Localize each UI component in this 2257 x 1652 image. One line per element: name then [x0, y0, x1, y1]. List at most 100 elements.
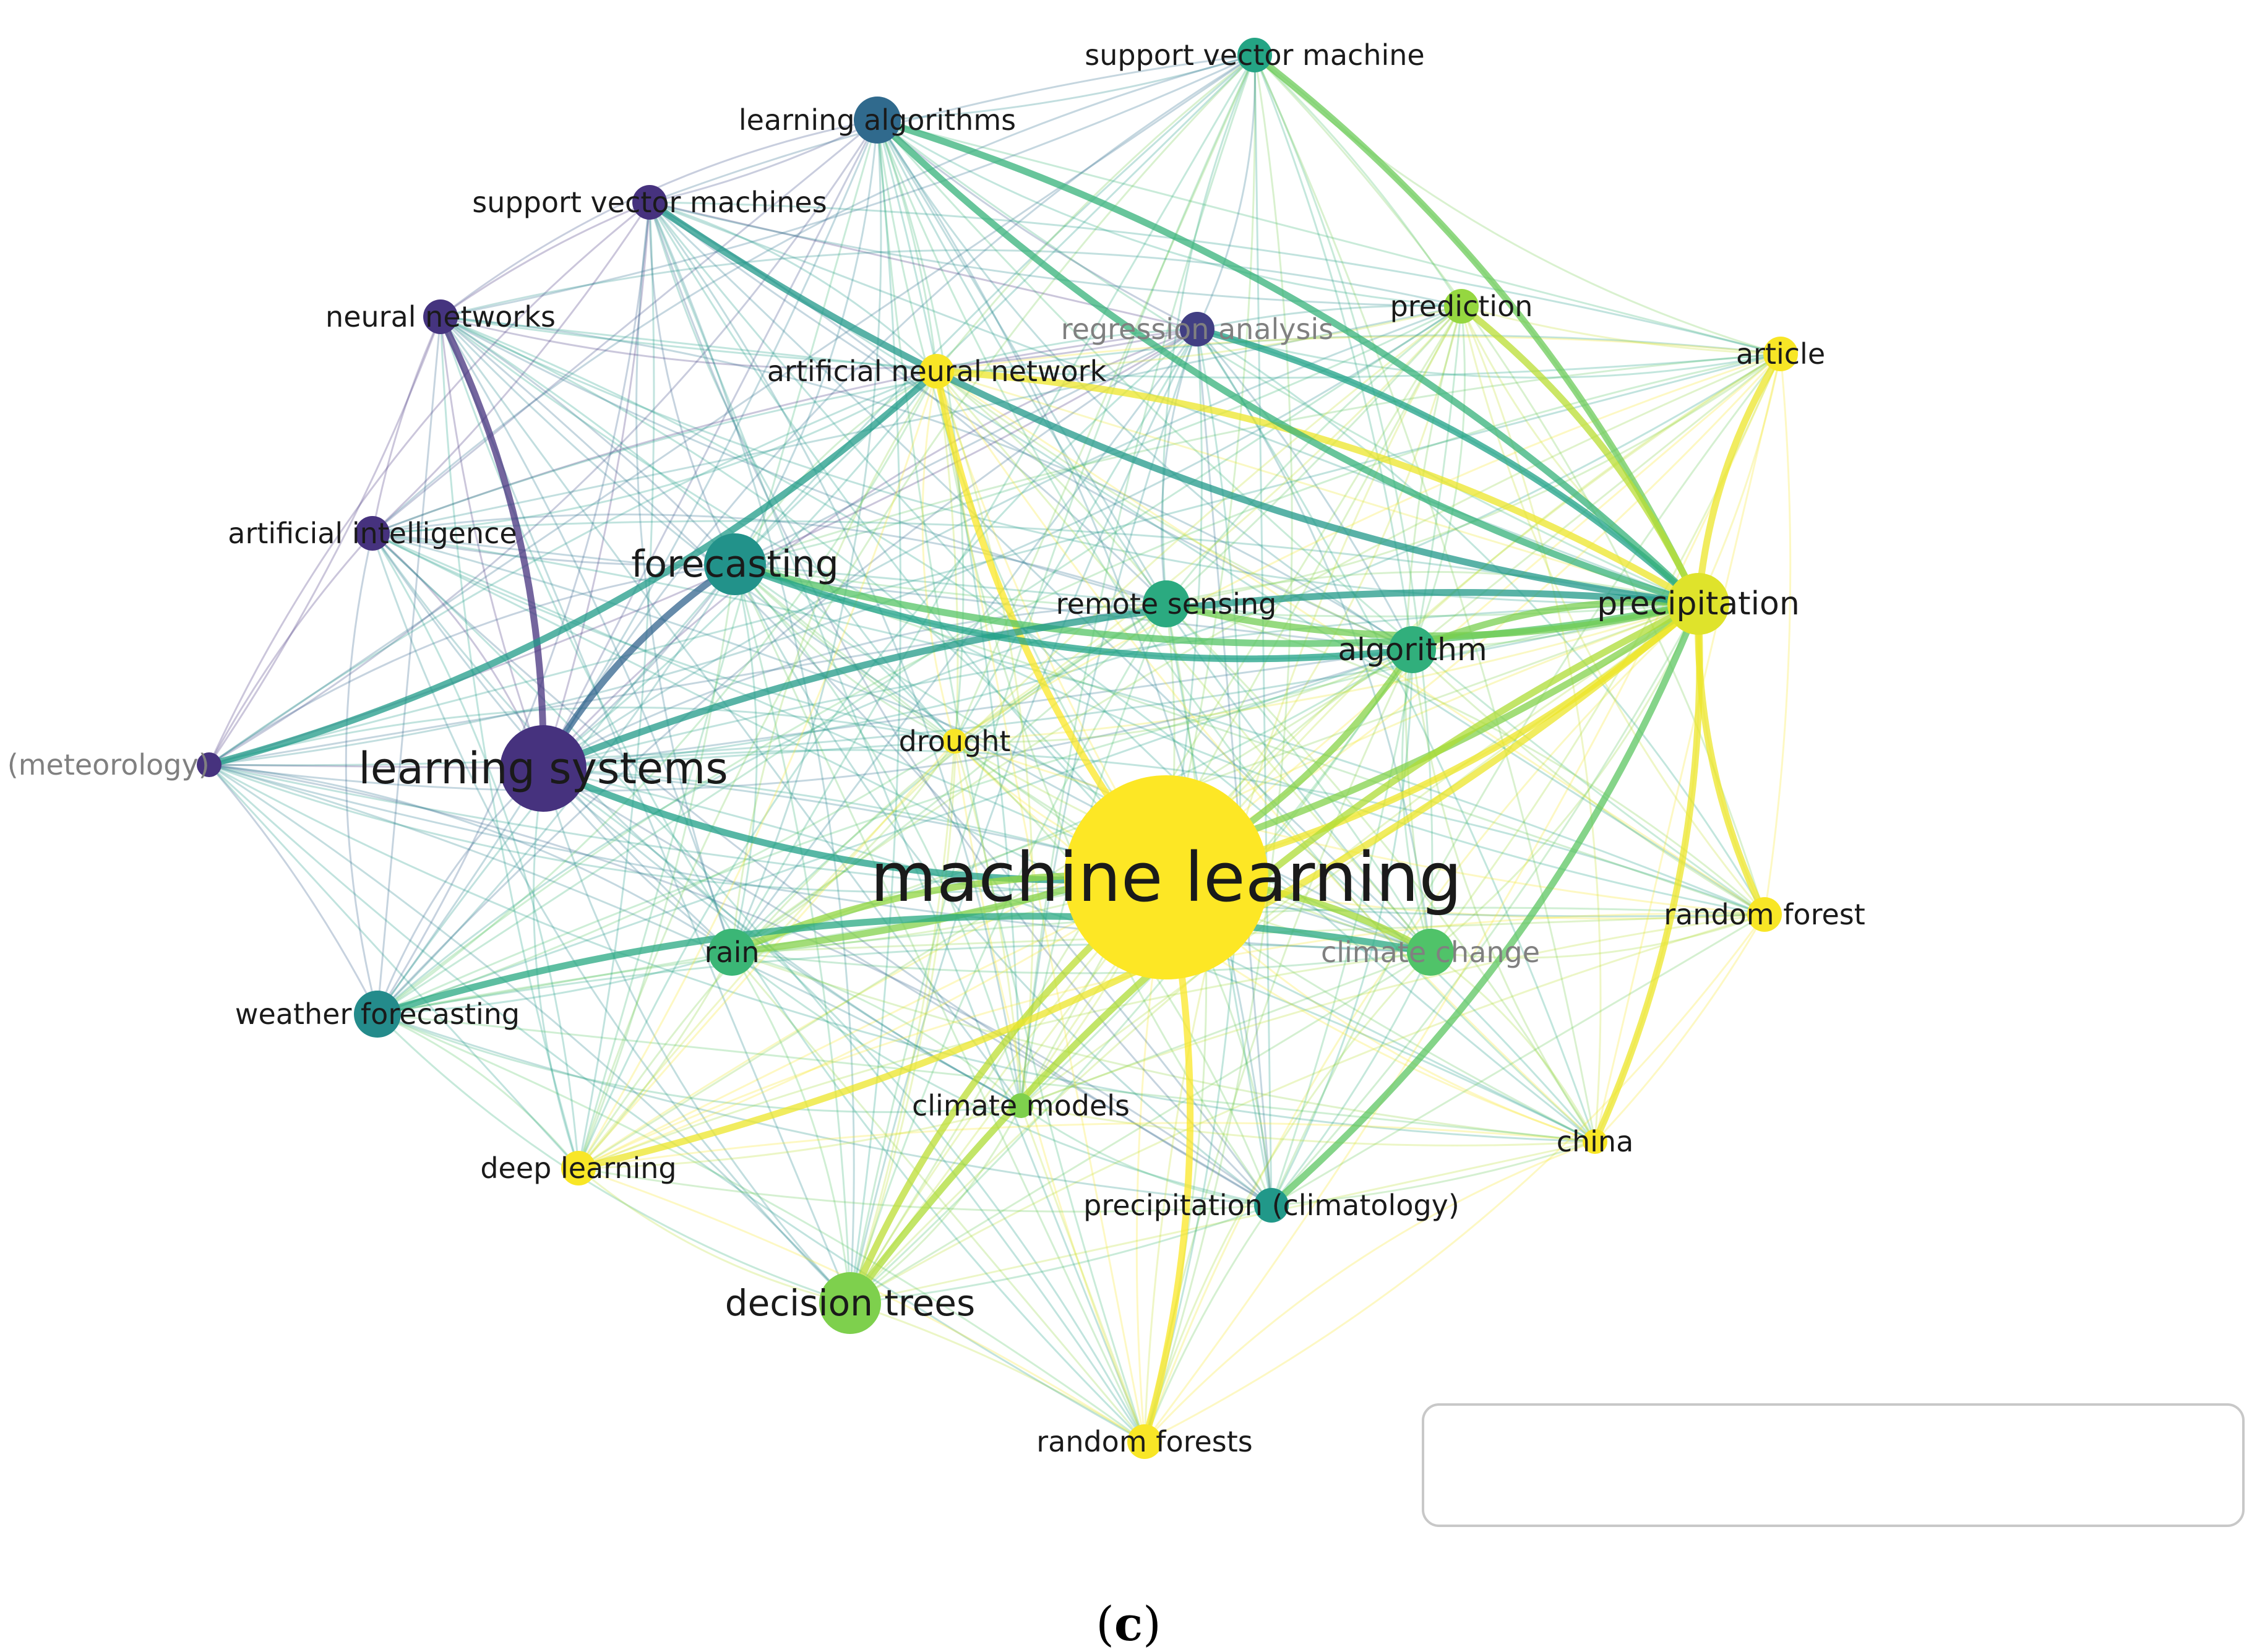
- weak-link: [849, 951, 1432, 1304]
- weak-link: [439, 54, 1256, 318]
- weak-link: [1020, 1104, 1596, 1147]
- weak-link: [371, 532, 1167, 879]
- weak-link: [376, 1013, 1022, 1113]
- node-learning-algorithms[interactable]: [854, 97, 901, 144]
- weak-link: [1429, 913, 1766, 959]
- node-climate-models[interactable]: [1008, 1093, 1033, 1118]
- weak-link: [371, 334, 1782, 535]
- node-support-vector-machine[interactable]: [1237, 38, 1272, 72]
- strong-link-learning_systems-neural_networks: [437, 313, 547, 772]
- weak-link: [371, 513, 1167, 605]
- weak-link: [1411, 305, 1466, 651]
- weak-link: [1143, 54, 1293, 1443]
- weak-link: [439, 249, 1463, 318]
- weak-link: [371, 532, 1273, 1207]
- node-precipitation-climatology[interactable]: [1254, 1188, 1289, 1223]
- weak-link: [439, 201, 651, 318]
- node-precipitation[interactable]: [1667, 573, 1729, 635]
- weak-link: [1165, 353, 1782, 879]
- weak-link: [734, 305, 1463, 566]
- weak-link: [648, 201, 1167, 879]
- weak-link: [731, 563, 758, 953]
- node-support-vector-machines[interactable]: [632, 185, 667, 220]
- weak-link: [876, 119, 1766, 916]
- weak-link: [731, 951, 851, 1304]
- weak-link: [208, 201, 651, 766]
- node-rain[interactable]: [708, 929, 755, 976]
- node-random-forest[interactable]: [1747, 897, 1782, 932]
- node-forecasting[interactable]: [704, 533, 766, 595]
- node-artificial-intelligence[interactable]: [355, 516, 390, 551]
- weak-link: [371, 532, 1596, 1143]
- weak-link: [1196, 304, 1463, 330]
- weak-link: [208, 764, 544, 770]
- node-climate-change[interactable]: [1407, 929, 1454, 976]
- label-algorithm: algorithm: [1338, 632, 1487, 668]
- node-deep-learning[interactable]: [561, 1151, 596, 1185]
- weak-link: [1196, 328, 1273, 1207]
- weak-link: [648, 201, 1782, 355]
- weak-link: [1253, 54, 1766, 916]
- weak-link: [648, 201, 1146, 1443]
- strong-link-precipitation-prediction: [1458, 303, 1702, 608]
- label-precipitation-meteorology: precipitation (meteorology): [0, 748, 210, 781]
- weak-link: [1020, 353, 1782, 1107]
- strong-link-precipitation_meteorology-artificial_neural_network: [205, 368, 940, 768]
- node-prediction[interactable]: [1444, 289, 1479, 324]
- strong-link-support_vector_machines-precipitation: [646, 199, 1702, 608]
- weak-link: [935, 370, 1596, 1143]
- node-algorithm[interactable]: [1389, 626, 1436, 673]
- weak-link: [734, 353, 1782, 566]
- weak-link: [371, 532, 1022, 1107]
- weak-link: [439, 316, 1700, 605]
- weak-link: [577, 1122, 1596, 1169]
- weak-link: [1270, 648, 1414, 1207]
- node-regression-analysis[interactable]: [1180, 312, 1214, 346]
- strong-link-forecasting-algorithm: [731, 561, 1416, 663]
- weak-link: [371, 532, 736, 566]
- node-precipitation-meteorology[interactable]: [197, 752, 221, 777]
- weak-link: [376, 603, 1700, 1015]
- weak-link: [1401, 648, 1432, 953]
- weak-link: [439, 316, 1022, 1107]
- weak-link: [648, 201, 1022, 1107]
- weak-link: [1020, 913, 1766, 1107]
- weak-link: [1411, 353, 1782, 651]
- weak-link: [439, 316, 733, 953]
- node-drought[interactable]: [942, 729, 967, 754]
- weak-link: [208, 305, 1463, 766]
- weak-link: [1161, 54, 1256, 605]
- weak-link: [345, 532, 379, 1015]
- weak-link: [376, 305, 1463, 1015]
- weak-link: [542, 767, 851, 1304]
- node-weather-forecasting[interactable]: [354, 991, 401, 1038]
- weak-link: [876, 119, 1146, 1443]
- node-machine-learning[interactable]: [1064, 775, 1268, 979]
- weak-link: [542, 740, 956, 770]
- weak-link: [371, 305, 1463, 535]
- weak-link: [577, 951, 733, 1169]
- node-learning-systems[interactable]: [500, 725, 587, 812]
- weak-link: [731, 119, 882, 953]
- weak-link: [876, 119, 1596, 1143]
- weak-link: [1270, 603, 1700, 1207]
- node-random-forests[interactable]: [1127, 1424, 1162, 1459]
- label-machine-learning: machine learning: [871, 838, 1462, 917]
- node-artificial-neural-network[interactable]: [919, 354, 954, 389]
- weak-link: [953, 740, 1022, 1107]
- node-china[interactable]: [1583, 1129, 1607, 1154]
- weak-link: [1196, 328, 1414, 651]
- weak-link: [876, 119, 1414, 651]
- node-remote-sensing[interactable]: [1143, 580, 1190, 627]
- weak-link: [953, 353, 1782, 742]
- label-weather-forecasting: weather forecasting: [235, 997, 520, 1031]
- weak-link: [208, 54, 1256, 766]
- node-decision-trees[interactable]: [819, 1272, 881, 1334]
- node-article[interactable]: [1763, 337, 1798, 371]
- node-neural-networks[interactable]: [423, 299, 458, 334]
- weak-link: [648, 119, 879, 204]
- weak-link: [935, 370, 1167, 605]
- label-random-forest: random forest: [1664, 898, 1865, 931]
- weak-link: [734, 563, 1766, 916]
